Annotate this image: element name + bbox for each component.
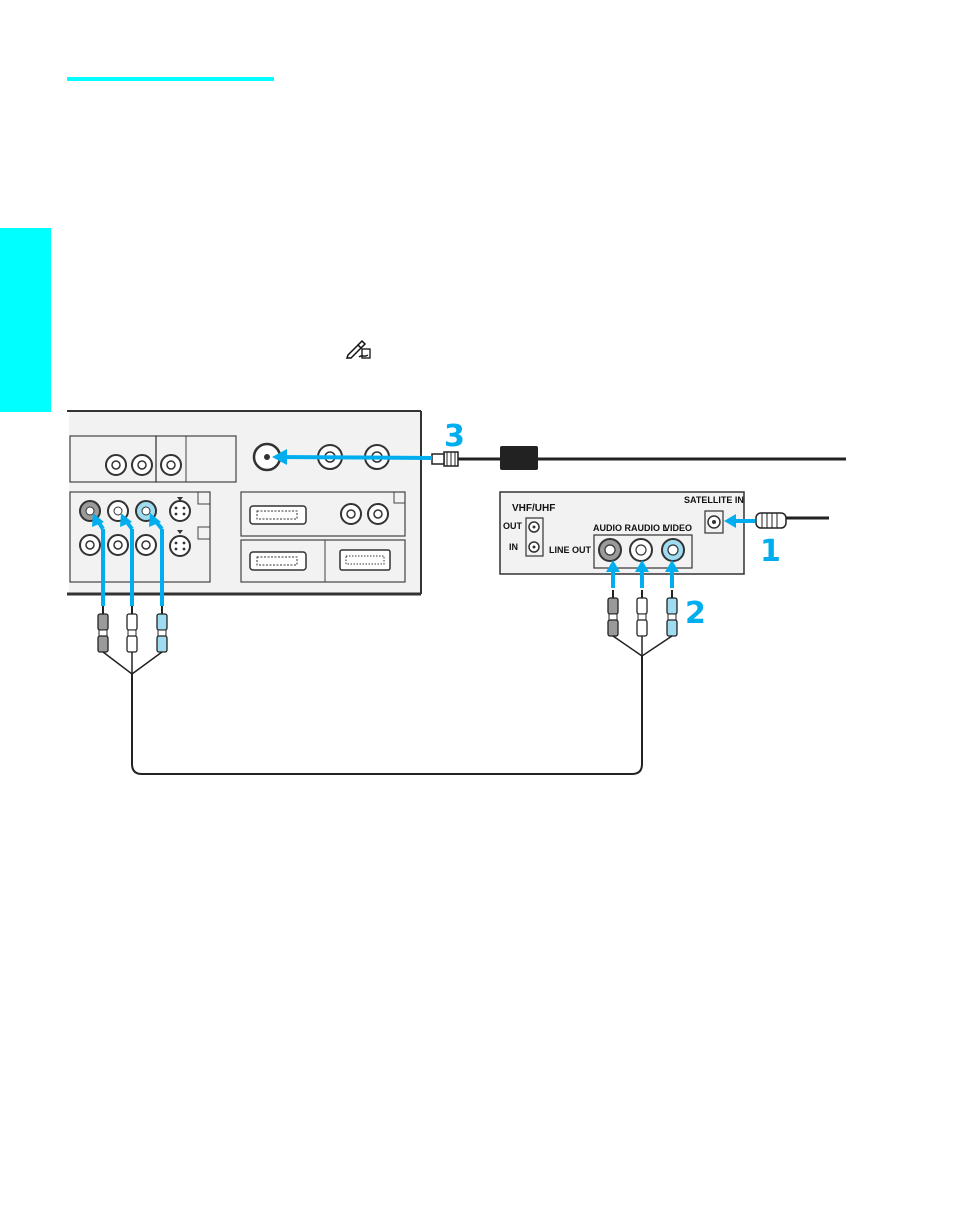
step-1-number: 1 <box>760 534 781 569</box>
tv-jack <box>367 503 389 525</box>
tv-jack <box>105 454 127 476</box>
video-plug <box>666 590 678 637</box>
pencil-note-icon <box>345 339 371 359</box>
tv-s-video-jack <box>169 497 191 522</box>
audio-r-plug <box>97 606 109 653</box>
tv-jack <box>131 454 153 476</box>
arrow-icon <box>665 560 679 572</box>
section-heading-rule <box>67 77 274 81</box>
av-cable-loop <box>131 656 643 775</box>
chapter-side-tab <box>0 228 51 412</box>
arrow-icon <box>272 449 287 465</box>
in-label: IN <box>509 542 518 552</box>
satellite-in-jack <box>707 515 721 529</box>
tv-jack <box>107 534 129 556</box>
audio-r-plug <box>607 590 619 637</box>
coax-cable-step3 <box>272 446 846 470</box>
arrow-icon <box>149 513 161 527</box>
tv-s-video-jack <box>169 530 191 557</box>
vhf-uhf-label: VHF/UHF <box>512 503 555 514</box>
audio-l-plug <box>636 590 648 637</box>
audio-l-plug <box>126 606 138 653</box>
vhf-in-jack <box>528 541 540 553</box>
arrow-icon <box>635 560 649 572</box>
satellite-in-label: SATELLITE IN <box>684 495 744 505</box>
audio-r-label: AUDIO R <box>593 523 632 533</box>
tv-rear-panel <box>67 410 422 596</box>
step-3-number: 3 <box>444 419 465 454</box>
arrow-icon <box>92 513 104 527</box>
arrow-icon <box>724 514 736 528</box>
av-cable-receiver-end <box>606 560 679 657</box>
step-2-number: 2 <box>685 596 706 631</box>
satellite-receiver-panel: VHF/UHF OUT IN SATELLITE IN AUDIO R AUDI… <box>499 491 745 575</box>
tv-jack <box>79 534 101 556</box>
audio-r-jack <box>598 538 622 562</box>
out-label: OUT <box>503 521 523 531</box>
satellite-cable-step1 <box>724 512 829 529</box>
video-label: VIDEO <box>664 523 692 533</box>
tv-jack <box>160 454 182 476</box>
tv-dvi-port <box>249 551 307 571</box>
vhf-out-jack <box>528 521 540 533</box>
tv-ilink-port <box>339 549 391 571</box>
av-cable-tv-end <box>92 513 168 675</box>
audio-l-jack <box>629 538 653 562</box>
audio-l-label: AUDIO L <box>631 523 669 533</box>
tv-jack <box>340 503 362 525</box>
arrow-icon <box>120 513 132 527</box>
video-plug <box>156 606 168 653</box>
line-out-label: LINE OUT <box>549 545 592 555</box>
tv-dvi-port <box>249 505 307 525</box>
arrow-icon <box>606 560 620 572</box>
tv-jack <box>135 534 157 556</box>
video-jack <box>661 538 685 562</box>
